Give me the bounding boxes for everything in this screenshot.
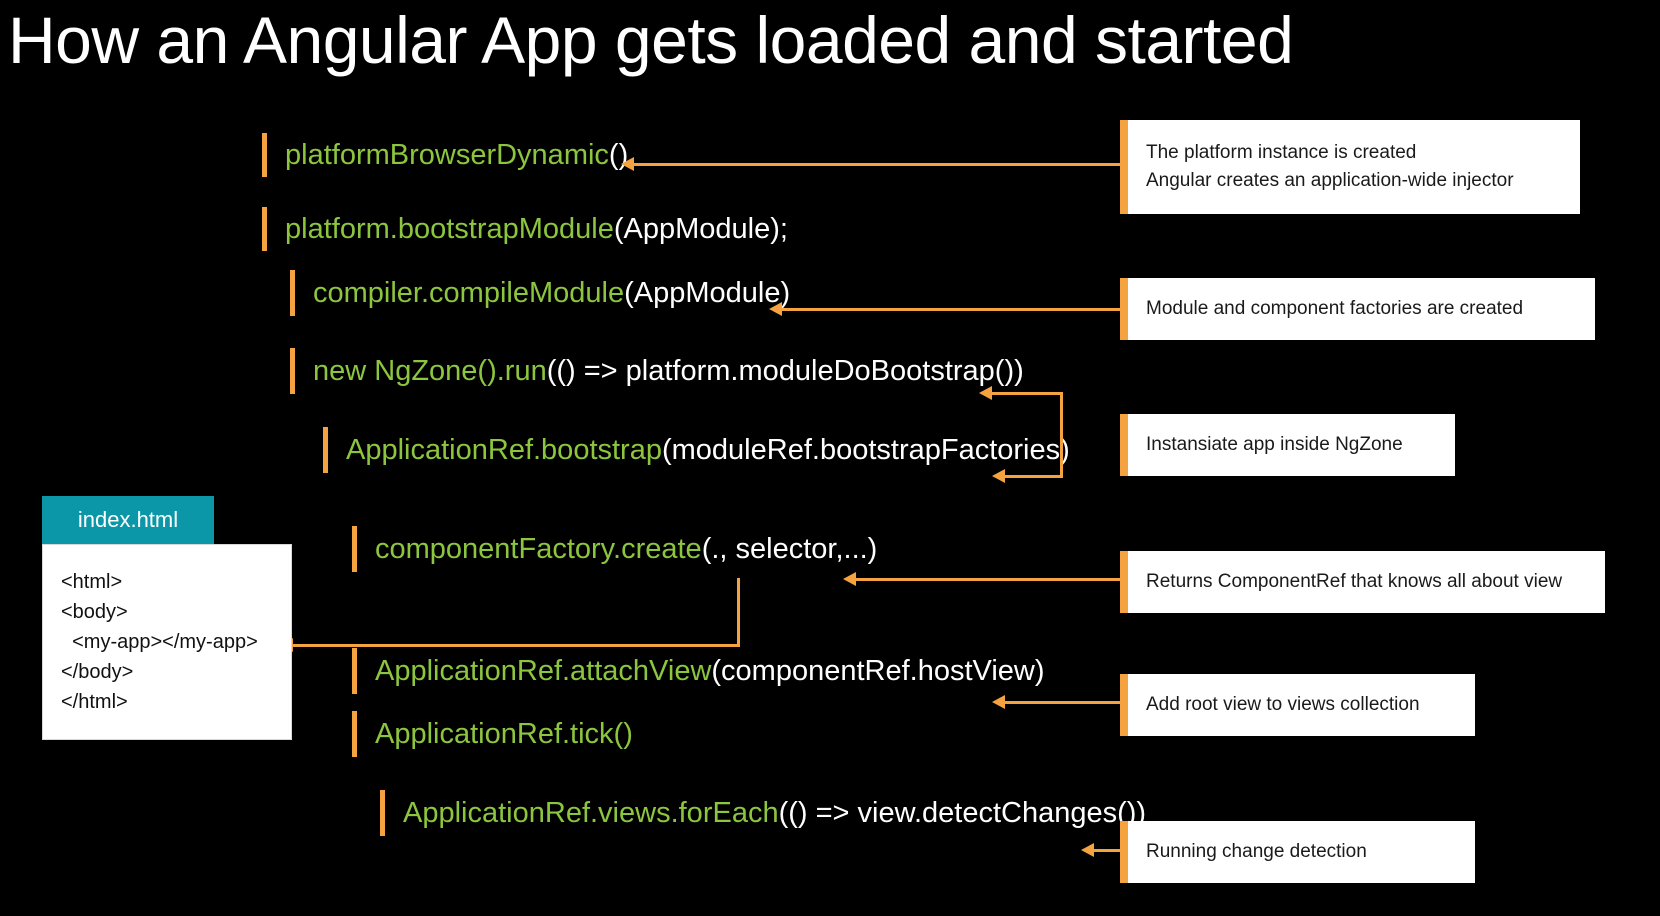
index-html-card: index.html <html> <body> <my-app></my-ap… bbox=[42, 496, 292, 740]
callout-text: The platform instance is created Angular… bbox=[1146, 142, 1514, 191]
code-accent-bar bbox=[380, 790, 385, 836]
arrow-ngzone-bottom-branch bbox=[1005, 475, 1063, 478]
arrow-platform-created bbox=[634, 163, 1122, 166]
code-method-name: ApplicationRef.views.forEach bbox=[403, 796, 779, 829]
index-html-tab-label: index.html bbox=[77, 507, 179, 532]
code-line-platform-browser-dynamic: platformBrowserDynamic() bbox=[262, 133, 628, 177]
index-html-line: <my-app></my-app> bbox=[61, 631, 258, 653]
arrow-component-ref bbox=[856, 578, 1122, 581]
code-line-application-ref-bootstrap: ApplicationRef.bootstrap(moduleRef.boots… bbox=[323, 427, 1070, 473]
page-title: How an Angular App gets loaded and start… bbox=[8, 3, 1294, 77]
code-accent-bar bbox=[262, 207, 267, 251]
code-args: (moduleRef.bootstrapFactories) bbox=[661, 433, 1070, 466]
callout-factories-created: Module and component factories are creat… bbox=[1120, 278, 1595, 340]
code-line-views-foreach: ApplicationRef.views.forEach(() => view.… bbox=[380, 790, 1146, 836]
code-args: (() => platform.moduleDoBootstrap()) bbox=[546, 354, 1024, 387]
callout-attach-root-view: Add root view to views collection bbox=[1120, 674, 1475, 736]
code-method-name: platform.bootstrapModule bbox=[285, 212, 614, 245]
code-accent-bar bbox=[352, 526, 357, 572]
callout-text: Instansiate app inside NgZone bbox=[1146, 434, 1403, 456]
code-accent-bar bbox=[352, 711, 357, 757]
callout-text: Running change detection bbox=[1146, 841, 1367, 863]
code-method-name: componentFactory.create bbox=[375, 532, 702, 565]
arrow-head-platform-created bbox=[621, 157, 634, 171]
code-method-name: compiler.compileModule bbox=[313, 276, 625, 309]
index-html-line: </body> bbox=[61, 661, 134, 683]
callout-component-ref: Returns ComponentRef that knows all abou… bbox=[1120, 551, 1605, 613]
index-html-code-body: <html> <body> <my-app></my-app> </body> … bbox=[42, 544, 292, 740]
arrow-head-attach-root-view bbox=[992, 695, 1005, 709]
index-html-tab[interactable]: index.html bbox=[42, 496, 214, 544]
callout-text: Module and component factories are creat… bbox=[1146, 298, 1524, 320]
code-args: (AppModule); bbox=[613, 212, 788, 245]
arrow-head-component-ref bbox=[843, 572, 856, 586]
arrow-my-app-vertical bbox=[737, 578, 740, 646]
code-method-name: ApplicationRef.tick() bbox=[375, 717, 633, 750]
code-accent-bar bbox=[290, 348, 295, 394]
code-line-ngzone-run: new NgZone().run(() => platform.moduleDo… bbox=[290, 348, 1024, 394]
arrow-head-change-detection bbox=[1081, 843, 1094, 857]
arrow-ngzone-vertical bbox=[1060, 392, 1063, 478]
code-method-name: new NgZone().run bbox=[313, 354, 547, 387]
code-method-name: ApplicationRef.attachView bbox=[375, 654, 712, 687]
code-accent-bar bbox=[323, 427, 328, 473]
code-line-application-ref-tick: ApplicationRef.tick() bbox=[352, 711, 633, 757]
arrow-my-app-horizontal bbox=[293, 644, 740, 647]
arrow-head-ngzone-top bbox=[979, 386, 992, 400]
callout-instansiate-ngzone: Instansiate app inside NgZone bbox=[1120, 414, 1455, 476]
code-args: (AppModule) bbox=[624, 276, 791, 309]
callout-platform-created: The platform instance is created Angular… bbox=[1120, 120, 1580, 214]
callout-text: Add root view to views collection bbox=[1146, 694, 1420, 716]
code-accent-bar bbox=[352, 648, 357, 694]
code-accent-bar bbox=[290, 270, 295, 316]
code-args: (() => view.detectChanges()) bbox=[778, 796, 1147, 829]
arrow-change-detection bbox=[1094, 849, 1122, 852]
code-method-name: platformBrowserDynamic bbox=[285, 138, 609, 171]
arrow-head-ngzone-bottom bbox=[992, 469, 1005, 483]
code-line-component-factory-create: componentFactory.create(., selector,...) bbox=[352, 526, 877, 572]
arrow-attach-root-view bbox=[1005, 701, 1122, 704]
arrow-ngzone-top-branch bbox=[992, 392, 1063, 395]
code-line-bootstrap-module: platform.bootstrapModule(AppModule); bbox=[262, 207, 788, 251]
code-line-compile-module: compiler.compileModule(AppModule) bbox=[290, 270, 790, 316]
index-html-line: <body> bbox=[61, 601, 128, 623]
callout-text: Returns ComponentRef that knows all abou… bbox=[1146, 571, 1563, 593]
index-html-line: <html> bbox=[61, 571, 123, 593]
code-args: (componentRef.hostView) bbox=[711, 654, 1045, 687]
code-line-application-ref-attachview: ApplicationRef.attachView(componentRef.h… bbox=[352, 648, 1045, 694]
callout-change-detection: Running change detection bbox=[1120, 821, 1475, 883]
arrow-factories-created bbox=[782, 308, 1122, 311]
arrow-head-factories-created bbox=[769, 302, 782, 316]
code-accent-bar bbox=[262, 133, 267, 177]
index-html-line: </html> bbox=[61, 691, 128, 713]
code-method-name: ApplicationRef.bootstrap bbox=[346, 433, 662, 466]
code-args: (., selector,...) bbox=[701, 532, 878, 565]
